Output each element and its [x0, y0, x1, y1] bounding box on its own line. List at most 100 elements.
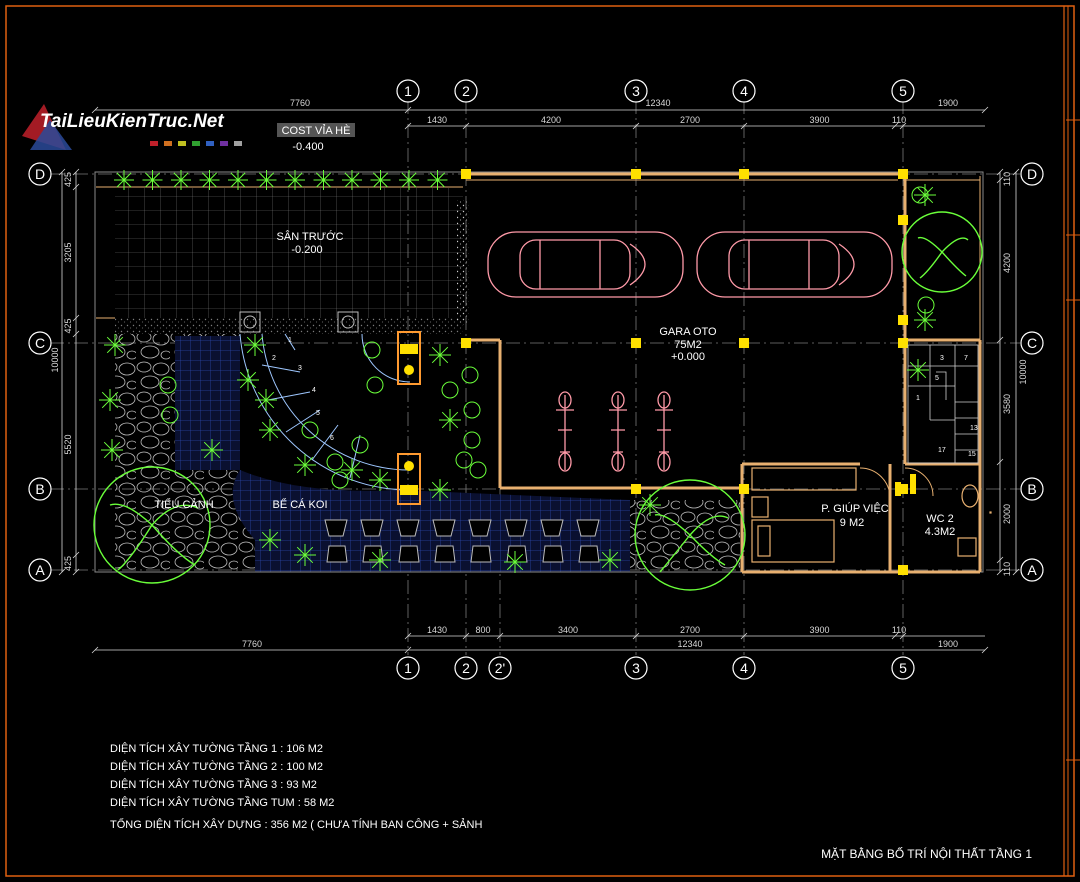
plant-leaf [261, 429, 271, 439]
rear-stair-number: 3 [940, 355, 944, 362]
column [898, 169, 908, 179]
plant-leaf [316, 172, 324, 181]
plant-leaf [257, 399, 267, 409]
plant-symbol [427, 170, 448, 190]
site-logo: TaiLieuKienTruc.Net [22, 104, 242, 150]
drawing-frame [5, 5, 1080, 877]
column [739, 338, 749, 348]
grid-bubble-circle [28, 558, 52, 582]
plant-symbol [429, 344, 451, 366]
plant-symbol [294, 454, 316, 476]
plant-symbol [244, 334, 266, 356]
shrub-symbol [331, 471, 349, 489]
dimension-text: 2000 [1002, 504, 1012, 524]
plant-leaf [230, 179, 239, 188]
plant-leaf [106, 336, 116, 346]
san-truoc-label: SÂN TRƯỚC [277, 230, 344, 243]
dimension-tick [404, 646, 412, 654]
walls [94, 171, 984, 574]
grid-bubble-label: B [1027, 481, 1036, 497]
stair-step-number: 1 [288, 337, 292, 344]
rear-stair-number: 13 [970, 425, 978, 432]
grid-bubble-circle [732, 79, 756, 103]
dimension-text: 3400 [558, 625, 578, 635]
plant-leaf [437, 179, 445, 188]
plant-leaf [145, 179, 153, 188]
plant-leaf [304, 546, 314, 556]
plant-leaf [441, 419, 451, 429]
stepping-stone [324, 519, 348, 537]
stepping-stone [434, 545, 456, 563]
san-truoc-level: -0.200 [291, 244, 322, 256]
plant-leaf [344, 179, 353, 188]
rear-staircase [907, 344, 979, 464]
stepping-stone [540, 519, 564, 537]
plant-leaf [259, 179, 267, 188]
plant-leaf [379, 559, 389, 569]
stepping-stone [432, 519, 456, 537]
plant-leaf [101, 399, 111, 409]
shrub-symbol [161, 406, 179, 424]
plant-leaf [924, 311, 934, 321]
grid-bubble-label: 4 [740, 83, 748, 99]
stepping-stone [468, 519, 492, 537]
grid-bubble: A [1020, 558, 1044, 582]
stepping-stone [398, 545, 420, 563]
plant-leaf [430, 172, 438, 181]
plant-symbol [199, 170, 220, 190]
plant-leaf [269, 421, 279, 431]
room-labels: COST VỈA HÈ -0.400 SÂN TRƯỚC -0.200 GARA… [154, 123, 955, 538]
dimension-tick [91, 106, 99, 114]
plant-symbol [259, 529, 281, 551]
plant-leaf [114, 344, 124, 354]
grid-bubble-circle [624, 79, 648, 103]
shrub-symbol [455, 451, 473, 469]
plant-leaf [173, 172, 182, 181]
stepping-stone [360, 519, 384, 537]
plant-leaf [431, 481, 441, 491]
dimension-text: 1900 [938, 98, 958, 108]
plant-leaf [287, 179, 296, 188]
stone-garden-bottom [115, 500, 255, 572]
plant-symbol [399, 170, 419, 190]
grid-bubble: A [28, 558, 52, 582]
grid-bubble-label: 2 [462, 83, 470, 99]
grid-bubble-label: A [35, 562, 45, 578]
grid-bubble-label: 1 [404, 660, 412, 676]
landscape-plants [99, 170, 936, 573]
dimension-text: 425 [63, 318, 73, 333]
rear-stair-number: 5 [935, 375, 939, 382]
dimension-tick [996, 336, 1004, 344]
plant-leaf [239, 371, 249, 381]
column [739, 484, 749, 494]
plant-symbol [370, 170, 391, 190]
grid-bubble-label: B [35, 481, 44, 497]
grid-bubble-circle [1020, 162, 1044, 186]
cost-label-box [277, 123, 355, 137]
plant-symbol [256, 170, 277, 190]
dimension-tick [996, 458, 1004, 466]
plant-leaf [237, 172, 246, 181]
plant-leaf [431, 354, 441, 364]
plant-leaf [269, 539, 279, 549]
grid-bubble-label: D [35, 166, 45, 182]
dimension-text: 10000 [1018, 359, 1028, 384]
plant-leaf [343, 469, 353, 479]
dimension-tick [996, 556, 1004, 564]
dimension-tick [72, 314, 80, 322]
note-line: DIỆN TÍCH XÂY TƯỜNG TẦNG 2 : 100 M2 [110, 760, 323, 773]
gara-label: GARA OTO [659, 326, 717, 338]
plant-leaf [111, 441, 121, 451]
grid-bubble-circle [488, 656, 512, 680]
column [461, 338, 471, 348]
cost-label: COST VỈA HÈ [282, 124, 351, 137]
grid-bubble: C [28, 331, 52, 355]
plant-leaf [304, 464, 314, 474]
plant-leaf [209, 179, 217, 188]
dimension-text: 110 [1002, 172, 1012, 186]
grid-bubble-circle [891, 79, 915, 103]
dimension-text: 7760 [242, 639, 262, 649]
plant-leaf [514, 561, 524, 571]
plant-leaf [304, 554, 314, 564]
